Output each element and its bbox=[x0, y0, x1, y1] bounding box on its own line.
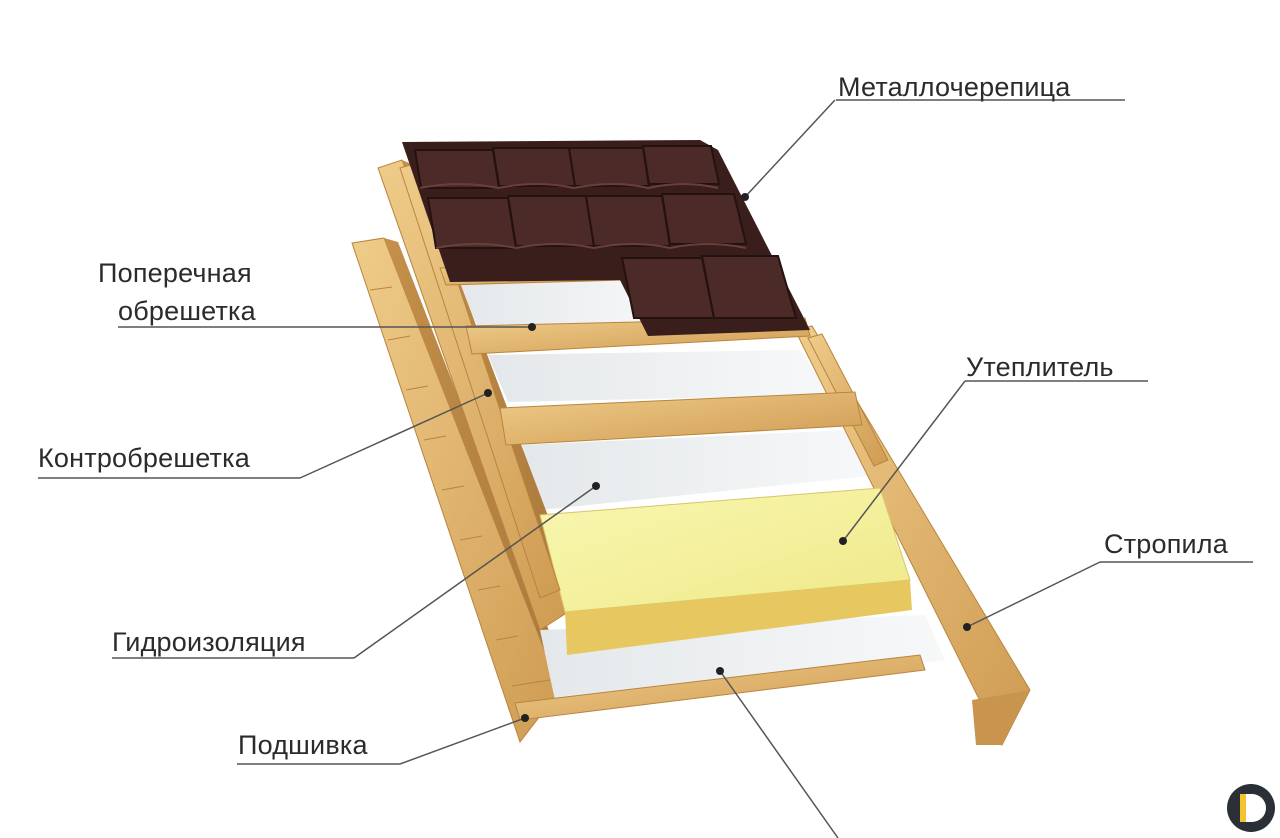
leader-rafters-b bbox=[966, 561, 1101, 628]
leader-counter-batten-b bbox=[299, 392, 489, 479]
leader-metal-tile bbox=[744, 99, 836, 198]
cross-battens bbox=[439, 261, 926, 721]
waterproofing-membrane bbox=[455, 280, 945, 705]
label-waterproofing: Гидроизоляция bbox=[112, 627, 306, 657]
dot-cross-batten bbox=[528, 323, 536, 331]
label-metal-tile: Металлочерепица bbox=[838, 72, 1071, 102]
right-rafter bbox=[794, 325, 1031, 747]
metal-roof-tiles bbox=[402, 140, 810, 336]
brand-logo-icon bbox=[1227, 784, 1275, 832]
label-cross-batten-line1: Поперечная bbox=[98, 258, 252, 288]
dot-metal-tile bbox=[741, 193, 749, 201]
insulation-slab bbox=[539, 487, 912, 655]
leader-dots bbox=[484, 193, 971, 722]
dot-insulation bbox=[839, 537, 847, 545]
label-rafters: Стропила bbox=[1104, 529, 1228, 559]
label-insulation: Утеплитель bbox=[966, 352, 1114, 382]
dot-soffit bbox=[521, 714, 529, 722]
leader-bottom bbox=[719, 670, 839, 838]
dot-bottom bbox=[716, 667, 724, 675]
leader-soffit-b bbox=[399, 717, 526, 765]
dot-counter-batten bbox=[484, 389, 492, 397]
leader-waterproofing-b bbox=[353, 485, 597, 659]
leader-insulation-b bbox=[842, 380, 966, 542]
dot-rafters bbox=[963, 623, 971, 631]
label-soffit: Подшивка bbox=[238, 730, 368, 760]
label-counter-batten: Контробрешетка bbox=[38, 443, 250, 473]
dot-waterproofing bbox=[592, 482, 600, 490]
label-cross-batten-line2: обрешетка bbox=[118, 296, 256, 326]
leader-lines bbox=[38, 99, 1253, 838]
